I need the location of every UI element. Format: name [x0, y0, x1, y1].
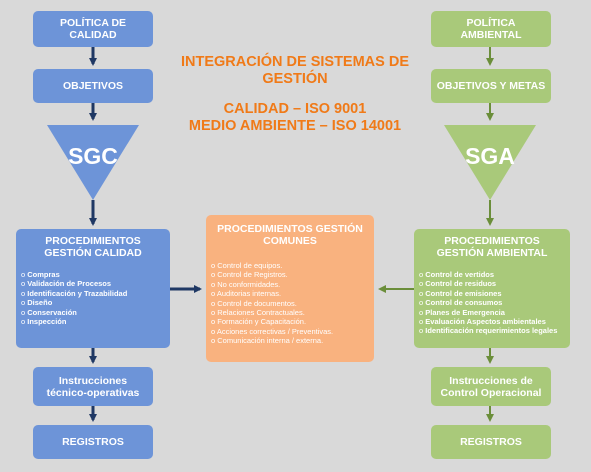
environment-instructions-line-2: Control Operacional: [440, 386, 542, 399]
environment-procedures-panel: PROCEDIMIENTOS GESTIÓN AMBIENTAL Control…: [414, 229, 570, 348]
list-item: Evaluación Aspectos ambientales: [419, 317, 570, 326]
quality-instructions-line-2: técnico-operativas: [46, 386, 140, 399]
environment-procedures-list: Control de vertidos Control de residuos …: [419, 270, 570, 336]
title-line-1: INTEGRACIÓN DE SISTEMAS DE: [181, 54, 409, 70]
common-procedures-title-line-2: COMUNES: [263, 235, 317, 247]
list-item: Control de consumos: [419, 298, 570, 307]
list-item: Planes de Emergencia: [419, 308, 570, 317]
list-item: Diseño: [21, 298, 170, 307]
list-item: Control de Registros.: [211, 270, 374, 279]
common-procedures-panel: PROCEDIMIENTOS GESTIÓN COMUNES Control d…: [206, 215, 374, 362]
environment-objectives-box: OBJETIVOS Y METAS: [431, 69, 551, 103]
list-item: Control de emisiones: [419, 289, 570, 298]
quality-procedures-title-line-2: GESTIÓN CALIDAD: [44, 247, 142, 259]
quality-records-box: REGISTROS: [33, 425, 153, 459]
list-item: Acciones correctivas / Preventivas.: [211, 327, 374, 336]
quality-instructions-line-1: Instrucciones: [58, 374, 128, 387]
list-item: Identificación requerimientos legales: [419, 326, 570, 335]
environment-policy-line-2: AMBIENTAL: [460, 29, 522, 41]
diagram-subtitle: CALIDAD – ISO 9001 MEDIO AMBIENTE – ISO …: [160, 101, 430, 135]
quality-objectives-label: OBJETIVOS: [62, 80, 124, 92]
list-item: Inspección: [21, 317, 170, 326]
subtitle-line-2: MEDIO AMBIENTE – ISO 14001: [188, 118, 402, 134]
list-item: Conservación: [21, 308, 170, 317]
sgc-label: SGC: [68, 143, 118, 169]
quality-policy-line-2: CALIDAD: [69, 29, 117, 41]
list-item: Control de equipos.: [211, 261, 374, 270]
list-item: Control de documentos.: [211, 299, 374, 308]
sgc-triangle: [47, 125, 139, 200]
list-item: Relaciones Contractuales.: [211, 308, 374, 317]
list-item: Auditorias internas.: [211, 289, 374, 298]
list-item: No conformidades.: [211, 280, 374, 289]
list-item: Validación de Procesos: [21, 279, 170, 288]
environment-objectives-label: OBJETIVOS Y METAS: [436, 80, 546, 92]
list-item: Formación y Capacitación.: [211, 317, 374, 326]
quality-procedures-title-line-1: PROCEDIMIENTOS: [45, 235, 141, 247]
quality-instructions-box: Instrucciones técnico-operativas: [33, 367, 153, 406]
quality-procedures-panel: PROCEDIMIENTOS GESTIÓN CALIDAD Compras V…: [16, 229, 170, 348]
environment-instructions-box: Instrucciones de Control Operacional: [431, 367, 551, 406]
diagram-title: INTEGRACIÓN DE SISTEMAS DE GESTIÓN: [160, 54, 430, 88]
environment-policy-box: POLÍTICA AMBIENTAL: [431, 11, 551, 47]
quality-records-label: REGISTROS: [62, 436, 124, 448]
environment-procedures-title-line-2: GESTIÓN AMBIENTAL: [436, 247, 548, 259]
environment-records-label: REGISTROS: [460, 436, 522, 448]
list-item: Identificación y Trazabilidad: [21, 289, 170, 298]
quality-procedures-title: PROCEDIMIENTOS GESTIÓN CALIDAD: [16, 235, 170, 259]
list-item: Control de vertidos: [419, 270, 570, 279]
quality-policy-box: POLÍTICA DE CALIDAD: [33, 11, 153, 47]
quality-procedures-list: Compras Validación de Procesos Identific…: [21, 270, 170, 326]
quality-policy-line-1: POLÍTICA DE: [59, 17, 127, 29]
list-item: Control de residuos: [419, 279, 570, 288]
quality-objectives-box: OBJETIVOS: [33, 69, 153, 103]
environment-policy-line-1: POLÍTICA: [466, 17, 516, 29]
list-item: Comunicación interna / externa.: [211, 336, 374, 345]
environment-procedures-title-line-1: PROCEDIMIENTOS: [444, 235, 540, 247]
title-line-2: GESTIÓN: [262, 71, 328, 87]
common-procedures-title: PROCEDIMIENTOS GESTIÓN COMUNES: [206, 223, 374, 247]
subtitle-line-1: CALIDAD – ISO 9001: [223, 101, 367, 117]
sga-label: SGA: [465, 143, 515, 169]
list-item: Compras: [21, 270, 170, 279]
environment-procedures-title: PROCEDIMIENTOS GESTIÓN AMBIENTAL: [414, 235, 570, 259]
environment-instructions-line-1: Instrucciones de: [449, 374, 533, 387]
common-procedures-title-line-1: PROCEDIMIENTOS GESTIÓN: [217, 223, 363, 235]
sga-triangle: [444, 125, 536, 200]
common-procedures-list: Control de equipos. Control de Registros…: [211, 261, 374, 346]
environment-records-box: REGISTROS: [431, 425, 551, 459]
